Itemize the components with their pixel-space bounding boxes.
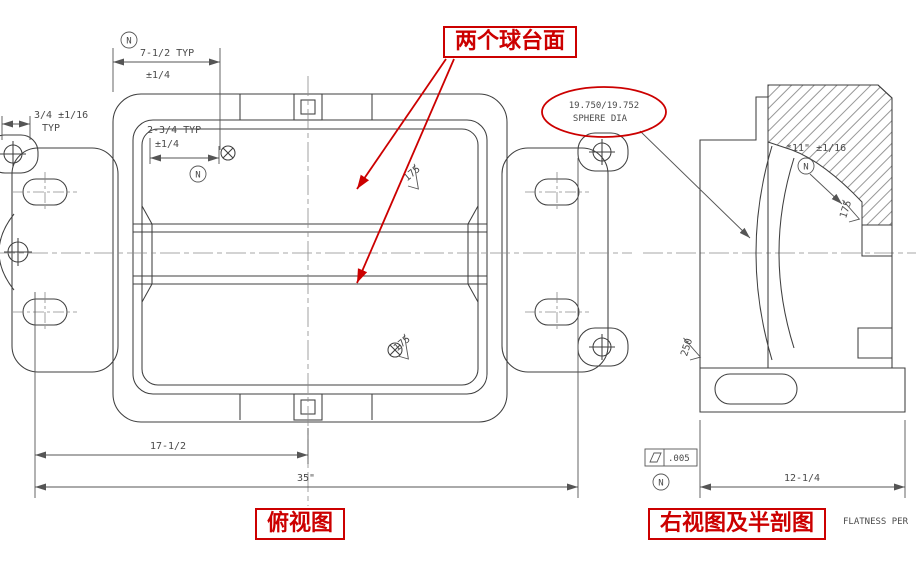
finish-mark-175-c: 175	[838, 199, 861, 223]
dim-3-4-typ: TYP	[42, 123, 60, 134]
sphere-dia-note: 19.750/19.752 SPHERE DIA	[569, 101, 751, 239]
datum-n-symbol-1: N	[120, 31, 138, 49]
body-inner-wall-inner	[141, 128, 479, 386]
right-view-outline	[699, 84, 906, 413]
base-slot	[714, 373, 798, 405]
sphere-surface-arc	[755, 145, 773, 361]
datum-n-symbol-4: N	[652, 473, 670, 491]
top-view-outline	[0, 93, 629, 423]
slot-centermarks	[13, 172, 589, 332]
dim-11-text: *11" ±1/16	[786, 143, 846, 154]
flatness-feature-control-frame: .005 N FLATNESS PER	[644, 448, 909, 527]
crossed-target-symbol-1	[220, 145, 236, 161]
dimension-3-4: 3/4 ±1/16 TYP	[1, 110, 88, 140]
sphere-dia-caption: SPHERE DIA	[573, 114, 628, 124]
finish-mark-250: 250	[679, 337, 702, 361]
dimension-11: *11" ±1/16 N	[786, 143, 846, 205]
flatness-value: .005	[668, 454, 690, 464]
svg-text:N: N	[126, 37, 131, 47]
top-view-label: 俯视图	[255, 508, 346, 541]
tooling-point-left-lobe	[4, 238, 32, 266]
right-view-label: 右视图及半剖图	[648, 508, 827, 541]
callout-arrow-lower	[356, 58, 455, 284]
dimension-12-25: 12-1/4	[699, 420, 906, 498]
dim-7-5-tolerance: ±1/4	[146, 70, 170, 81]
dim-3-4-text: 3/4 ±1/16	[34, 110, 88, 121]
svg-text:N: N	[803, 163, 808, 173]
right-flange	[501, 147, 609, 373]
dim-2-3-4-tolerance: ±1/4	[155, 139, 179, 150]
tooling-point-bottom-right	[589, 334, 615, 360]
center-bore-channel	[133, 205, 487, 303]
datum-n-symbol-3: N	[797, 157, 815, 175]
tooling-point-top-left	[0, 141, 26, 167]
flatness-icon	[649, 452, 662, 463]
dimension-35: 35"	[35, 158, 579, 498]
top-view	[0, 93, 629, 423]
crossed-target-symbol-2	[387, 342, 403, 358]
svg-text:N: N	[195, 171, 200, 181]
svg-text:175: 175	[392, 334, 413, 354]
flatness-note-text: FLATNESS PER	[843, 517, 909, 527]
sphere-dia-value: 19.750/19.752	[569, 101, 639, 111]
spherical-faces-callout: 两个球台面	[443, 26, 578, 59]
dimension-17-5: 17-1/2	[34, 292, 309, 498]
finish-mark-175-a: 175	[402, 163, 423, 190]
svg-text:250: 250	[679, 337, 695, 358]
dim-7-5-text: 7-1/2 TYP	[140, 48, 194, 59]
dim-17-5-text: 17-1/2	[150, 441, 186, 452]
right-view-profile	[699, 84, 906, 413]
finish-mark-175-b: 175	[392, 333, 413, 360]
mounting-slots	[22, 178, 580, 326]
right-view	[699, 84, 906, 413]
dim-12-25-text: 12-1/4	[784, 473, 820, 484]
dimension-2-3-4: 2-3/4 TYP ±1/4 N	[147, 125, 220, 183]
section-hatch	[767, 84, 893, 226]
dim-35-text: 35"	[297, 473, 315, 484]
left-top-tab	[0, 134, 39, 174]
dim-2-3-4-text: 2-3/4 TYP	[147, 125, 201, 136]
datum-n-symbol-2: N	[189, 165, 207, 183]
sphere-dia-leader	[639, 130, 751, 239]
callout-arrow-upper	[356, 58, 447, 190]
left-center-lobe	[0, 213, 15, 291]
tooling-point-top-right	[589, 139, 615, 165]
surface-finish-marks: 175 175 175 250	[392, 163, 861, 361]
red-annotations	[356, 58, 667, 284]
right-edge-notch-lower	[857, 327, 892, 359]
dimension-7-5: 7-1/2 TYP ±1/4 N	[112, 31, 221, 150]
body-inner-wall-outer	[132, 119, 488, 395]
target-marks	[0, 139, 615, 360]
sphere-dia-highlight-ellipse	[541, 86, 667, 138]
svg-text:N: N	[658, 479, 663, 489]
svg-text:175: 175	[838, 199, 854, 220]
right-edge-notch-upper	[861, 224, 892, 257]
right-top-tab	[577, 132, 629, 172]
sphere-surface-arc-inner	[778, 157, 795, 349]
